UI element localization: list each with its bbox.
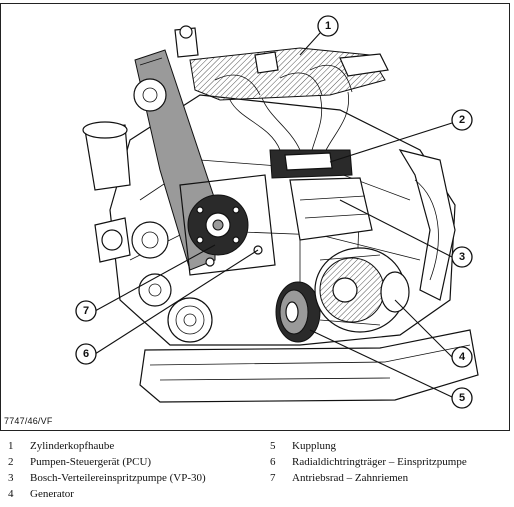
injection-pump xyxy=(289,177,373,241)
leader-lines xyxy=(94,32,453,398)
engine-diagram: 1 2 3 4 5 6 7 7747/46/VF xyxy=(0,3,510,431)
clutch xyxy=(275,281,321,343)
callout-5-label: 5 xyxy=(459,392,465,404)
callout-7: 7 xyxy=(75,300,97,322)
callout-2-label: 2 xyxy=(459,114,465,126)
callout-1: 1 xyxy=(317,15,339,37)
drive-gear xyxy=(187,194,249,256)
callout-2: 2 xyxy=(451,109,473,131)
injector-lines xyxy=(229,91,349,153)
callout-6: 6 xyxy=(75,343,97,365)
generator xyxy=(314,247,410,333)
cylinder-head-cover xyxy=(174,25,389,101)
callout-7-label: 7 xyxy=(83,305,89,317)
callout-1-label: 1 xyxy=(325,20,331,32)
oil-filter-housing xyxy=(82,121,131,263)
callout-6-label: 6 xyxy=(83,348,89,360)
intake-manifold xyxy=(398,149,456,301)
engine-illustration: 1 2 3 4 5 6 7 xyxy=(75,15,479,409)
figure-code: 7747/46/VF xyxy=(4,416,53,426)
figure-frame xyxy=(0,3,510,431)
callout-4: 4 xyxy=(451,346,473,368)
callout-3: 3 xyxy=(451,246,473,268)
seal-carrier xyxy=(179,174,276,276)
oil-sump xyxy=(139,329,479,403)
callout-3-label: 3 xyxy=(459,251,465,263)
callout-5: 5 xyxy=(451,387,473,409)
callout-4-label: 4 xyxy=(459,351,466,363)
